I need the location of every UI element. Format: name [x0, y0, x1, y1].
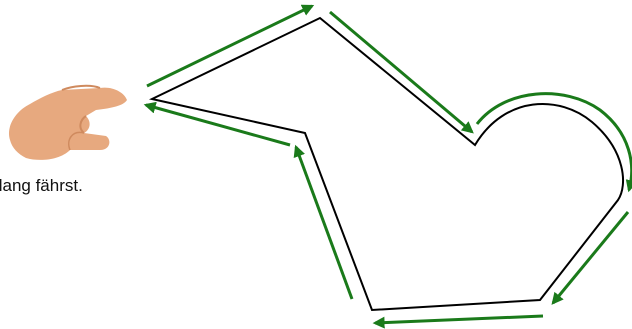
arrow-left-side: [296, 147, 352, 299]
caption-text: tlang fährst.: [0, 177, 83, 194]
arrow-top-diagonal: [330, 12, 472, 132]
arrow-top-left: [147, 6, 312, 86]
arrow-bottom: [375, 316, 543, 323]
pointing-hand-icon: [9, 86, 127, 160]
arrow-lower-right: [553, 212, 628, 303]
arrow-curve: [477, 94, 632, 190]
